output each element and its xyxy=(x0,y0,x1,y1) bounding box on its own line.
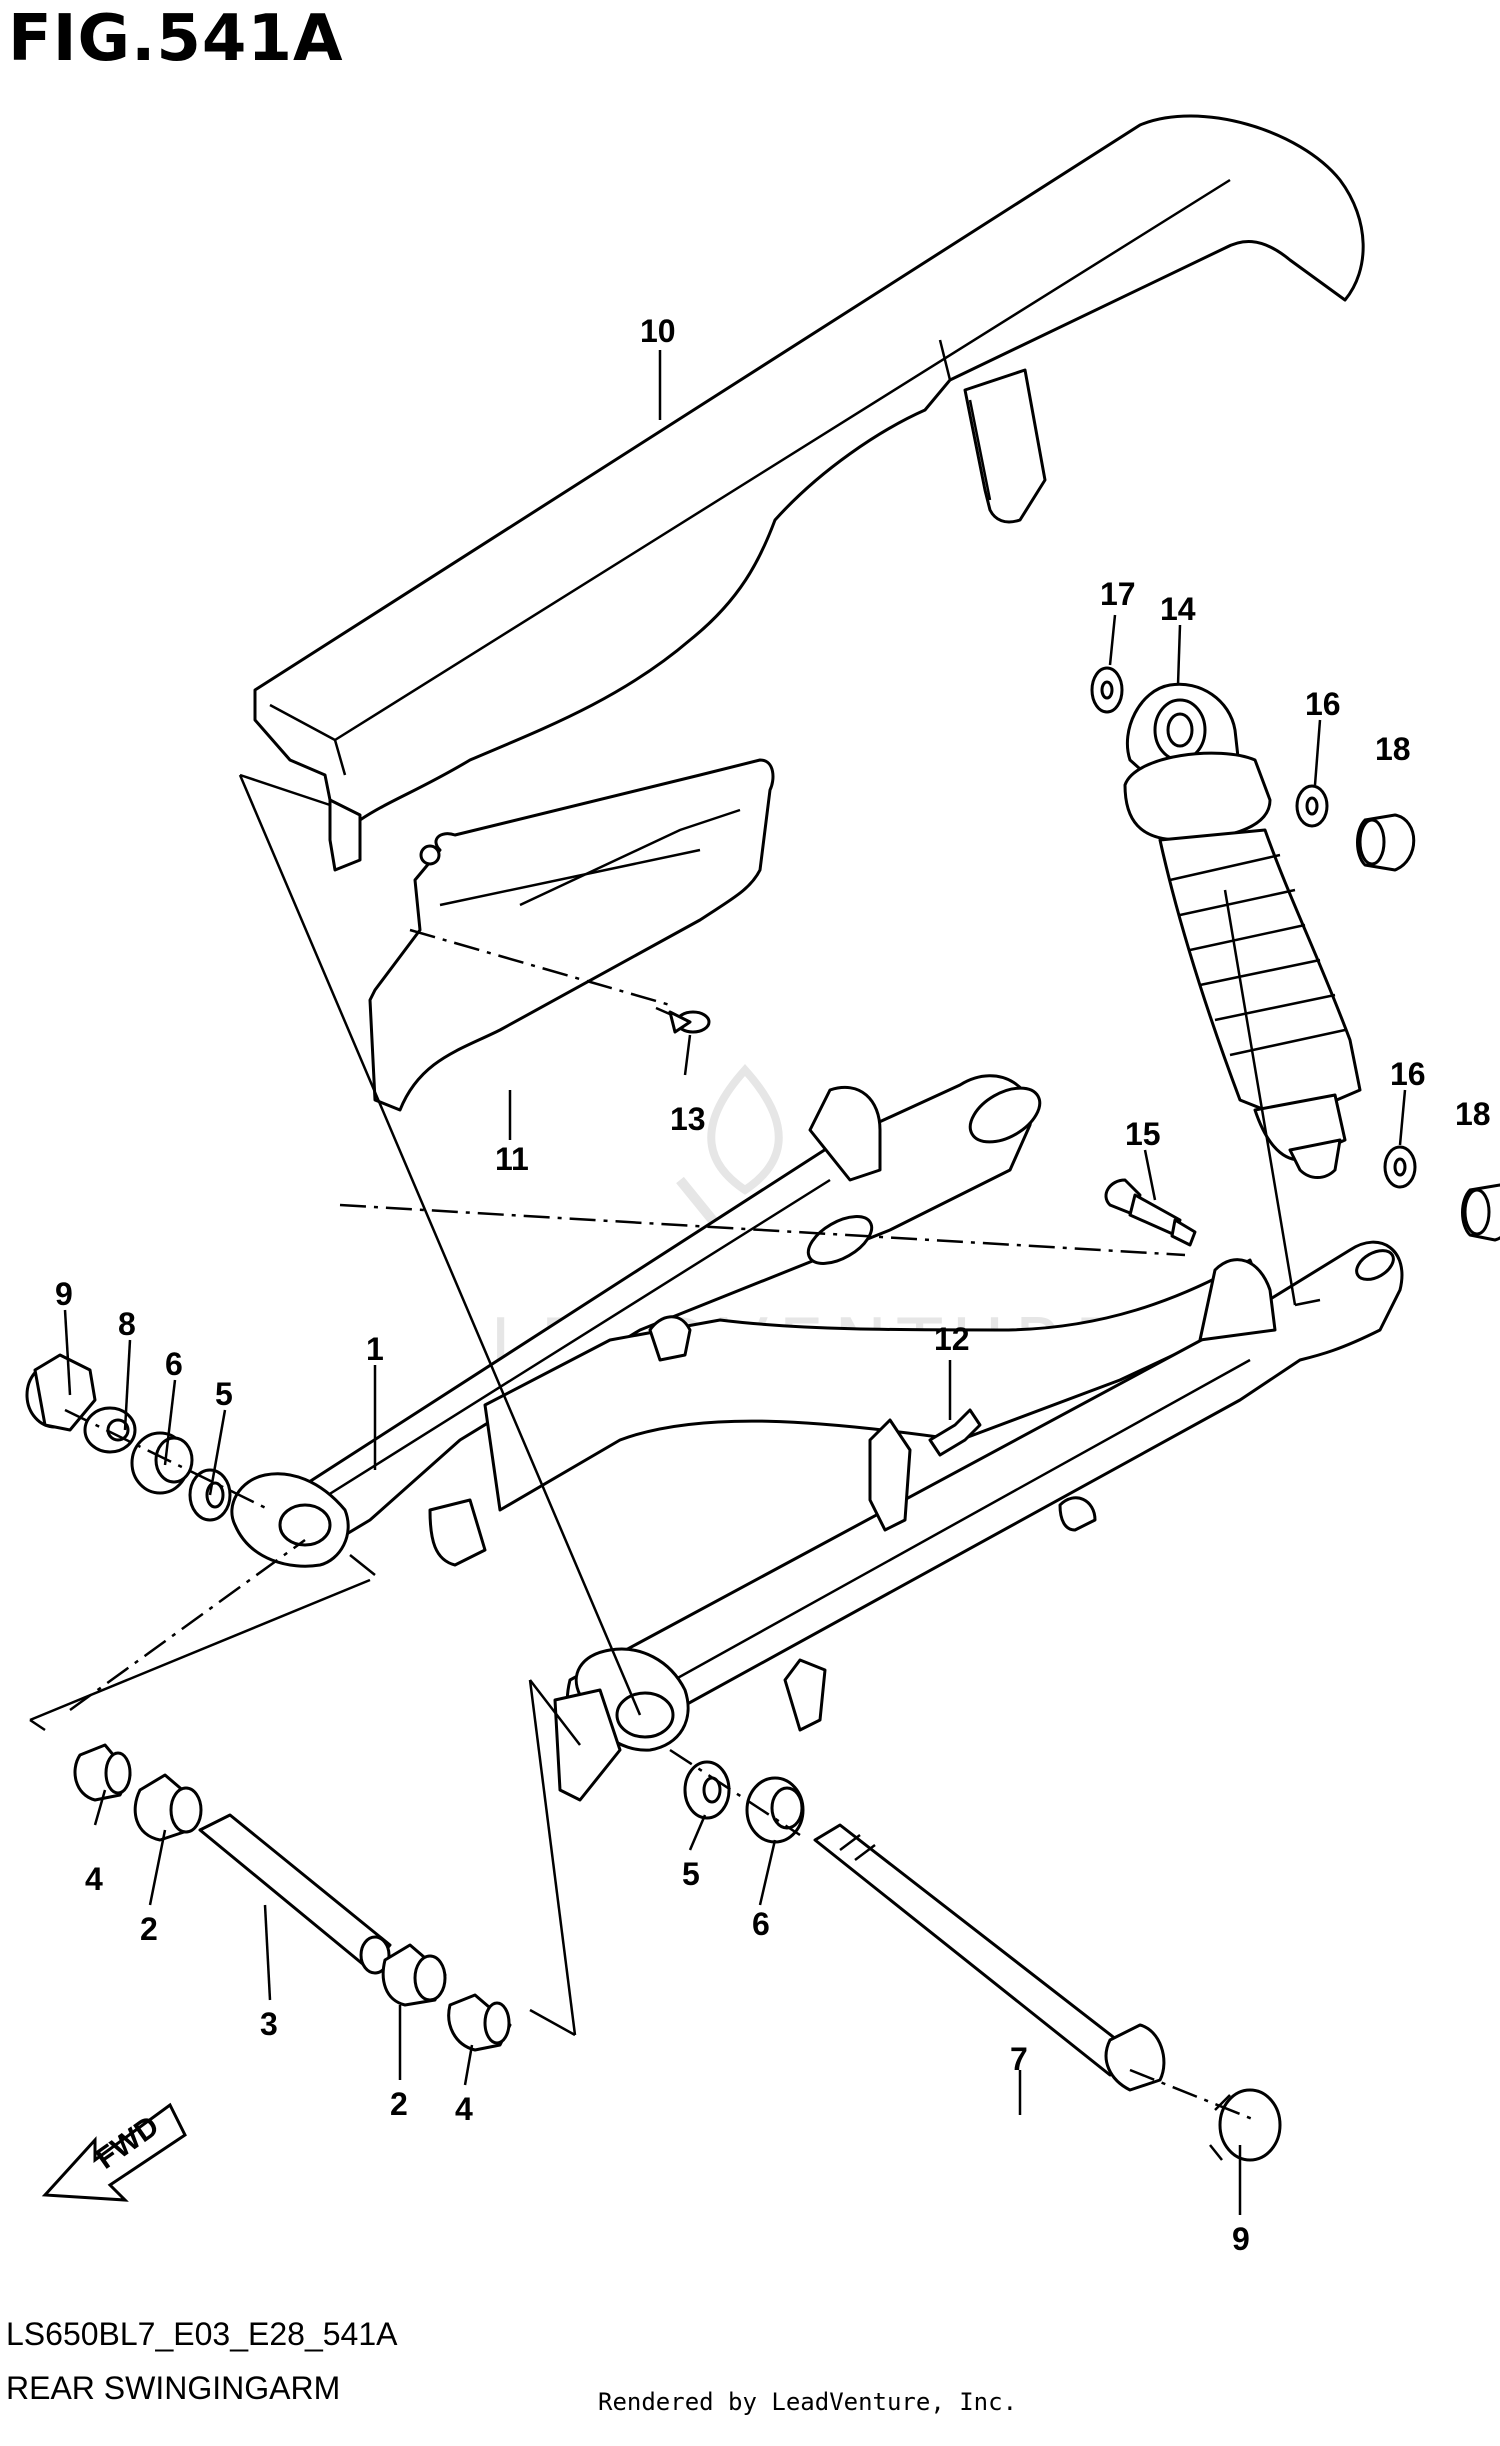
callout-6-right: 6 xyxy=(752,1906,770,1942)
callout-10: 10 xyxy=(640,313,676,349)
callout-7: 7 xyxy=(1010,2041,1028,2077)
callout-5-left: 5 xyxy=(215,1376,233,1412)
pivot-shaft-part-7 xyxy=(813,1823,1166,2092)
needle-bearing-part-2-right xyxy=(381,1943,447,2007)
collar-part-4-right xyxy=(447,1993,512,2052)
rendered-by-credit: Rendered by LeadVenture, Inc. xyxy=(598,2388,1018,2416)
shock-absorber-part-14 xyxy=(1123,682,1362,1179)
nut-part-8 xyxy=(83,1406,137,1454)
callout-5-right: 5 xyxy=(682,1856,700,1892)
cap-nut-part-18-lower xyxy=(1461,1183,1500,1242)
figure-code: LS650BL7_E03_E28_541A xyxy=(6,2316,398,2352)
bearing-part-6-left xyxy=(130,1431,194,1495)
callout-6-left: 6 xyxy=(165,1346,183,1382)
callout-4-right: 4 xyxy=(455,2091,473,2127)
chain-guard-part-11 xyxy=(368,758,775,1112)
washer-part-16-upper xyxy=(1295,784,1329,828)
callout-4-left: 4 xyxy=(85,1861,103,1897)
callout-numbers: 1 2 2 3 4 4 5 5 6 6 7 8 9 9 10 11 12 13 … xyxy=(55,313,1491,2257)
washer-part-17 xyxy=(1090,666,1124,714)
cap-nut-part-18-upper xyxy=(1356,813,1416,872)
figure-title: FIG.541A xyxy=(8,2,344,76)
callout-leaders xyxy=(63,350,1407,2215)
chain-case-part-10 xyxy=(253,114,1365,872)
callout-3: 3 xyxy=(260,2006,278,2042)
cap-part-9-right xyxy=(1209,2088,1282,2162)
callout-18-upper: 18 xyxy=(1375,731,1411,767)
bolt-part-13 xyxy=(655,1006,711,1034)
callout-13: 13 xyxy=(670,1101,706,1137)
callout-16-lower: 16 xyxy=(1390,1056,1426,1092)
washer-part-16-lower xyxy=(1383,1145,1417,1189)
assembly-lines xyxy=(29,773,1321,2122)
washer-part-5-right xyxy=(683,1760,731,1820)
callout-15: 15 xyxy=(1125,1116,1161,1152)
swingarm-part-1 xyxy=(230,1074,1404,1802)
callout-8: 8 xyxy=(118,1306,136,1342)
bolt-part-12 xyxy=(928,1408,982,1457)
callout-12: 12 xyxy=(934,1321,970,1357)
callout-2-left: 2 xyxy=(140,1911,158,1947)
figure-name: REAR SWINGINGARM xyxy=(6,2370,341,2406)
pivot-sleeve-part-3 xyxy=(198,1813,392,1975)
bolt-part-15 xyxy=(1104,1178,1197,1247)
callout-16-upper: 16 xyxy=(1305,686,1341,722)
callout-9-right: 9 xyxy=(1232,2221,1250,2257)
callout-18-lower: 18 xyxy=(1455,1096,1491,1132)
needle-bearing-part-2-left xyxy=(133,1773,203,1842)
callout-14: 14 xyxy=(1160,591,1196,627)
fwd-arrow: FWD xyxy=(41,2102,187,2202)
callout-11: 11 xyxy=(495,1141,529,1177)
callout-9-left: 9 xyxy=(55,1276,73,1312)
callout-17: 17 xyxy=(1100,576,1136,612)
bearing-part-6-right xyxy=(745,1776,805,1844)
callout-1: 1 xyxy=(366,1331,384,1367)
collar-part-4-left xyxy=(73,1743,132,1802)
callout-2-right: 2 xyxy=(390,2086,408,2122)
